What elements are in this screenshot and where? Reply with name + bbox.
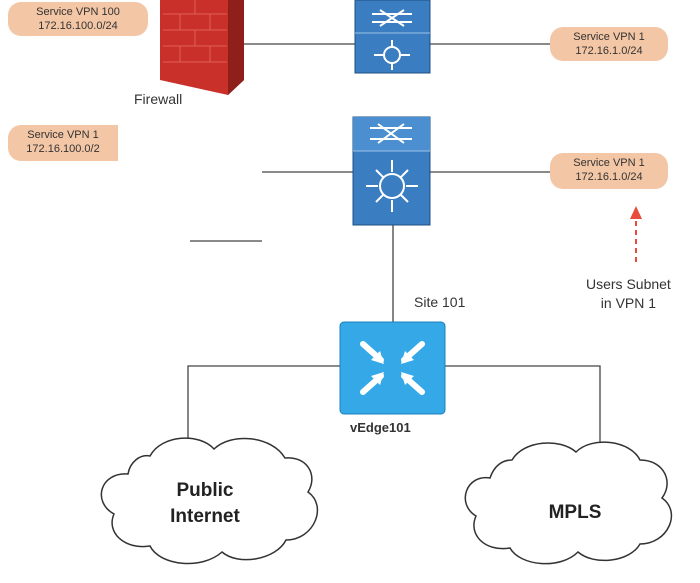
line-vedge-to-internet	[187, 365, 340, 450]
users-subnet-line1: Users Subnet	[586, 276, 671, 292]
mpls-label: MPLS	[548, 502, 602, 523]
public-internet-label: Public Internet	[150, 478, 260, 530]
users-subnet-label: Users Subnet in VPN 1	[586, 275, 671, 313]
pill-label-vpn: Service VPN 1	[573, 31, 645, 43]
pill-label-vpn: Service VPN 1	[27, 129, 99, 141]
pill-label-subnet: 172.16.100.0/2	[26, 143, 100, 155]
public-internet-cloud-icon	[100, 437, 319, 565]
service-vpn-1-right-pill: Service VPN 1 172.16.1.0/24	[550, 153, 668, 189]
connection-lines	[187, 43, 601, 450]
pill-label-subnet: 172.16.1.0/24	[575, 45, 643, 57]
pill-label-vpn: Service VPN 1	[573, 157, 645, 169]
public-internet-line1: Public	[176, 480, 234, 501]
service-vpn-1-top-pill: Service VPN 1 172.16.1.0/24	[550, 27, 668, 61]
pill-label-vpn: Service VPN 100	[36, 6, 120, 18]
firewall-label: Firewall	[134, 91, 183, 107]
service-vpn-1-left-pill: Service VPN 1 172.16.100.0/2	[8, 125, 118, 161]
vedge-router-icon	[339, 321, 446, 415]
firewall-icon	[160, 0, 244, 95]
site-label: Site 101	[414, 294, 466, 310]
distribution-switch-icon	[352, 116, 431, 226]
service-vpn-100-pill: Service VPN 100 172.16.100.0/24	[8, 2, 148, 36]
users-subnet-arrow-icon	[630, 206, 642, 262]
top-switch-icon	[354, 0, 431, 74]
pill-label-subnet: 172.16.1.0/24	[575, 171, 643, 183]
vedge-label: vEdge101	[350, 420, 411, 435]
users-subnet-line2: in VPN 1	[600, 295, 657, 311]
pill-label-subnet: 172.16.100.0/24	[38, 20, 118, 32]
mpls-cloud-icon	[464, 441, 673, 565]
line-vedge-to-mpls	[445, 365, 601, 445]
public-internet-line2: Internet	[170, 506, 240, 527]
